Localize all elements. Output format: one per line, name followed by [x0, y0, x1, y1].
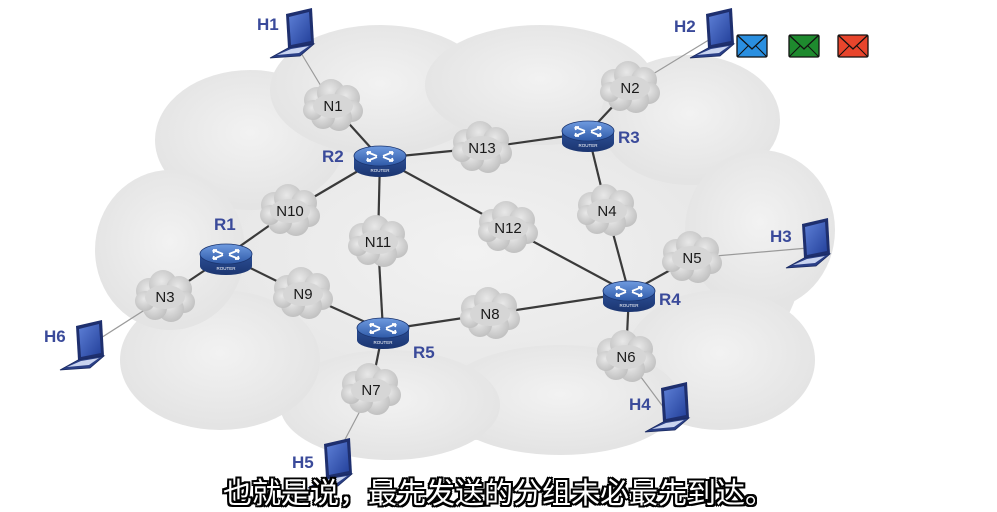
router-r1: ROUTER R1: [199, 215, 253, 275]
router-arrows-icon: [369, 323, 397, 334]
router-arrows-icon: [212, 249, 240, 260]
network-cloud-n5: N5: [662, 231, 722, 283]
network-label: N12: [494, 220, 522, 237]
host-h4-laptop-icon: H4: [629, 382, 691, 433]
host-h5-laptop-icon: H5: [292, 438, 354, 489]
network-label: N1: [323, 98, 342, 115]
red-envelope-icon: [837, 34, 869, 58]
network-label: N3: [155, 289, 174, 306]
router-label: R5: [413, 343, 435, 362]
router-r5: ROUTER R5: [356, 317, 435, 362]
envelopes: [736, 34, 869, 58]
host-label: H2: [674, 17, 696, 36]
network-cloud-n11: N11: [348, 215, 408, 267]
router-arrows-icon: [366, 151, 394, 162]
router-badge: ROUTER: [371, 168, 391, 173]
router-arrows-icon: [574, 126, 602, 137]
router-badge: ROUTER: [579, 143, 599, 148]
host-label: H3: [770, 227, 792, 246]
router-label: R2: [322, 147, 344, 166]
host-label: H6: [44, 327, 66, 346]
green-envelope-icon: [788, 34, 820, 58]
background-cloud: [95, 25, 835, 460]
network-cloud-n8: N8: [460, 287, 520, 339]
network-cloud-n10: N10: [260, 184, 320, 236]
router-badge: ROUTER: [217, 266, 237, 271]
network-cloud-n3: N3: [135, 270, 195, 322]
router-r2: ROUTER R2: [322, 145, 407, 177]
network-label: N8: [480, 306, 499, 323]
router-label: R3: [618, 128, 640, 147]
network-label: N10: [276, 203, 304, 220]
network-label: N11: [365, 234, 391, 251]
network-label: N2: [620, 80, 639, 97]
network-cloud-n2: N2: [600, 61, 660, 113]
network-cloud-n6: N6: [596, 330, 656, 382]
host-h2-laptop-icon: H2: [674, 8, 736, 59]
host-h1-laptop-icon: H1: [257, 8, 316, 59]
subtitle-caption: 也就是说，最先发送的分组未必最先到达。: [222, 476, 774, 510]
host-label: H1: [257, 15, 279, 34]
host-h3-laptop-icon: H3: [770, 218, 832, 269]
host-label: H5: [292, 453, 314, 472]
host-label: H4: [629, 395, 651, 414]
router-arrows-icon: [615, 286, 643, 297]
network-cloud-n1: N1: [303, 79, 363, 131]
router-label: R1: [214, 215, 236, 234]
network-cloud-n7: N7: [341, 363, 401, 415]
network-cloud-n12: N12: [478, 201, 538, 253]
router-badge: ROUTER: [620, 303, 640, 308]
host-h6-laptop-icon: H6: [44, 320, 106, 371]
network-label: N4: [597, 203, 616, 220]
router-r3: ROUTER R3: [561, 120, 640, 152]
network-cloud-n4: N4: [577, 184, 637, 236]
network-label: N6: [616, 349, 635, 366]
router-badge: ROUTER: [374, 340, 394, 345]
network-cloud-n13: N13: [452, 121, 512, 173]
blue-envelope-icon: [736, 34, 768, 58]
router-label: R4: [659, 290, 681, 309]
network-label: N13: [468, 140, 496, 157]
network-label: N5: [682, 250, 701, 267]
network-label: N9: [293, 286, 312, 303]
network-label: N7: [361, 382, 380, 399]
router-r4: ROUTER R4: [602, 280, 681, 312]
network-cloud-n9: N9: [273, 267, 333, 319]
